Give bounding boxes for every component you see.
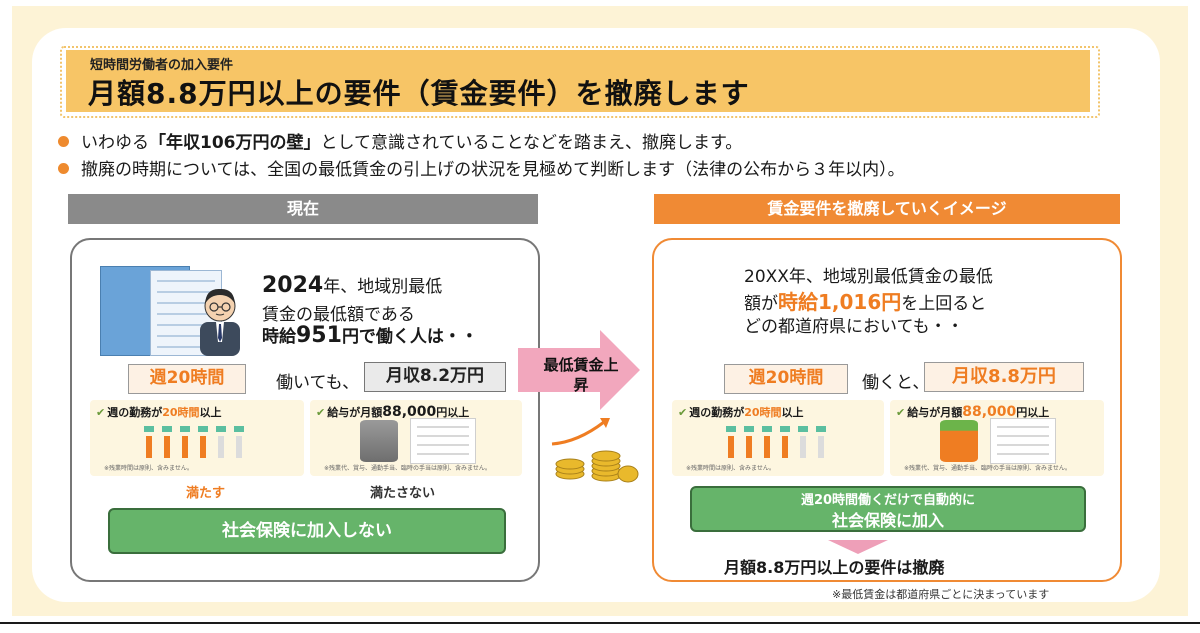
mini1-hl: 20時間 [744,406,782,419]
connector-future: 働くと、 [862,373,930,393]
check-icon: ✔ [316,406,326,419]
down-arrow-icon [828,540,888,554]
line3-post: 円で働く人は・・ [341,327,478,347]
bullet-1-pre: いわゆる [81,133,149,153]
mini2-pre: 給与が月額 [327,406,383,419]
bullet-dot-icon [58,136,69,147]
bullet-2: 撤廃の時期については、全国の最低賃金の引上げの状況を見極めて判断します（法律の公… [58,155,905,180]
bottom-divider [0,622,1200,624]
section-current-header: 現在 [68,194,538,224]
future-description-line1: 20XX年、地域別最低賃金の最低 [744,267,993,287]
requirement-wage-card-future: ✔給与が月額88,000円以上 ※残業代、賞与、通勤手当、臨時の手当は原則、含み… [890,400,1104,476]
current-description-line3: 時給951円で働く人は・・ [262,322,478,348]
conclusion-text: 月額8.8万円以上の要件は撤廃 [724,558,945,577]
requirement-hours-title: ✔週の勤務が20時間以上 [96,404,222,420]
wage-increase-label: 最低賃金上昇 [543,356,619,394]
hours-tag-current: 週20時間 [128,364,246,394]
mini2-post: 円以上 [1016,406,1050,419]
wage-1016: 時給1,016円 [778,290,902,314]
check-icon: ✔ [96,406,106,419]
bullet-2-text: 撤廃の時期については、全国の最低賃金の引上げの状況を見極めて判断します（法律の公… [81,160,905,180]
income-tag-future: 月収8.8万円 [924,362,1084,392]
check-icon: ✔ [896,406,906,419]
status-satisfied: 満たす [186,486,226,501]
footnote: ※最低賃金は都道府県ごとに決まっています [832,588,1050,601]
current-description-line2: 賃金の最低額である [262,305,415,325]
requirement-wage-title: ✔給与が月額88,000円以上 [896,404,1049,420]
future-description-line2: 額が時給1,016円を上回ると [744,286,986,315]
mini1-post: 以上 [781,406,804,419]
future-description-line3: どの都道府県においても・・ [744,317,964,337]
mini2-post: 円以上 [436,406,470,419]
calendar-hours-icon [144,426,244,458]
wage-level-orange-icon [940,420,978,462]
coins-rising-icon [551,418,639,483]
requirement-wage-card-current: ✔給与が月額88,000円以上 ※残業代、賞与、通勤手当、臨時の手当は原則、含み… [310,400,522,476]
mini1-post: 以上 [199,406,222,419]
line3-pre: 時給 [262,327,296,347]
wage-951: 951 [296,323,342,348]
mini1-hl: 20時間 [162,406,200,419]
income-tag-current: 月収8.2万円 [364,362,506,392]
auto-insurance-box: 週20時間働くだけで自動的に 社会保険に加入 [690,486,1086,532]
status-not-satisfied: 満たさない [370,486,436,501]
mini2-note: ※残業代、賞与、通勤手当、臨時の手当は原則、含みません。 [324,465,491,472]
connector-current: 働いても、 [276,373,360,393]
wage-level-grey-icon [360,420,398,462]
requirement-wage-title: ✔給与が月額88,000円以上 [316,404,469,420]
current-description-line1: 2024年、地域別最低 [262,272,442,298]
bullet-dot-icon [58,163,69,174]
header-dotted-border [60,46,1100,118]
line2-pre: 額が [744,294,778,314]
hours-tag-future: 週20時間 [724,364,848,394]
header-band [66,50,1090,112]
bullet-1: いわゆる「年収106万円の壁」として意識されていることなどを踏まえ、撤廃します。 [58,128,742,153]
line2-post: を上回ると [901,294,987,314]
check-icon: ✔ [678,406,688,419]
mini2-hl: 88,000 [382,404,437,420]
requirement-hours-card-current: ✔週の勤務が20時間以上 ※残業時間は原則、含みません。 [90,400,304,476]
page-title: 月額8.8万円以上の要件（賃金要件）を撤廃します [88,77,750,110]
payslip-icon [410,418,476,464]
wage-increase-arrow-icon [518,330,640,410]
mini1-note: ※残業時間は原則、含みません。 [686,465,775,472]
requirement-hours-card-future: ✔週の勤務が20時間以上 ※残業時間は原則、含みません。 [672,400,884,476]
mini1-pre: 週の勤務が [689,406,745,419]
no-insurance-box: 社会保険に加入しない [108,508,506,554]
year-2024: 2024 [262,273,324,298]
mini2-hl: 88,000 [962,404,1017,420]
calendar-hours-icon [726,426,826,458]
header-subtitle: 短時間労働者の加入要件 [90,58,234,73]
mini1-note: ※残業時間は原則、含みません。 [104,465,193,472]
section-future-header: 賃金要件を撤廃していくイメージ [654,194,1120,224]
auto-insurance-line1: 週20時間働くだけで自動的に [800,493,976,508]
payslip-icon [990,418,1056,464]
bullet-1-post: として意識されていることなどを踏まえ、撤廃します。 [320,133,743,153]
mini1-pre: 週の勤務が [107,406,163,419]
auto-insurance-line2: 社会保険に加入 [831,511,944,530]
mini2-note: ※残業代、賞与、通勤手当、臨時の手当は原則、含みません。 [904,465,1071,472]
line1-rest: 年、地域別最低 [323,277,443,297]
mini2-pre: 給与が月額 [907,406,963,419]
requirement-hours-title: ✔週の勤務が20時間以上 [678,404,804,420]
office-worker-icon [200,288,240,356]
bullet-1-emphasis: 「年収106万円の壁」 [149,133,321,153]
